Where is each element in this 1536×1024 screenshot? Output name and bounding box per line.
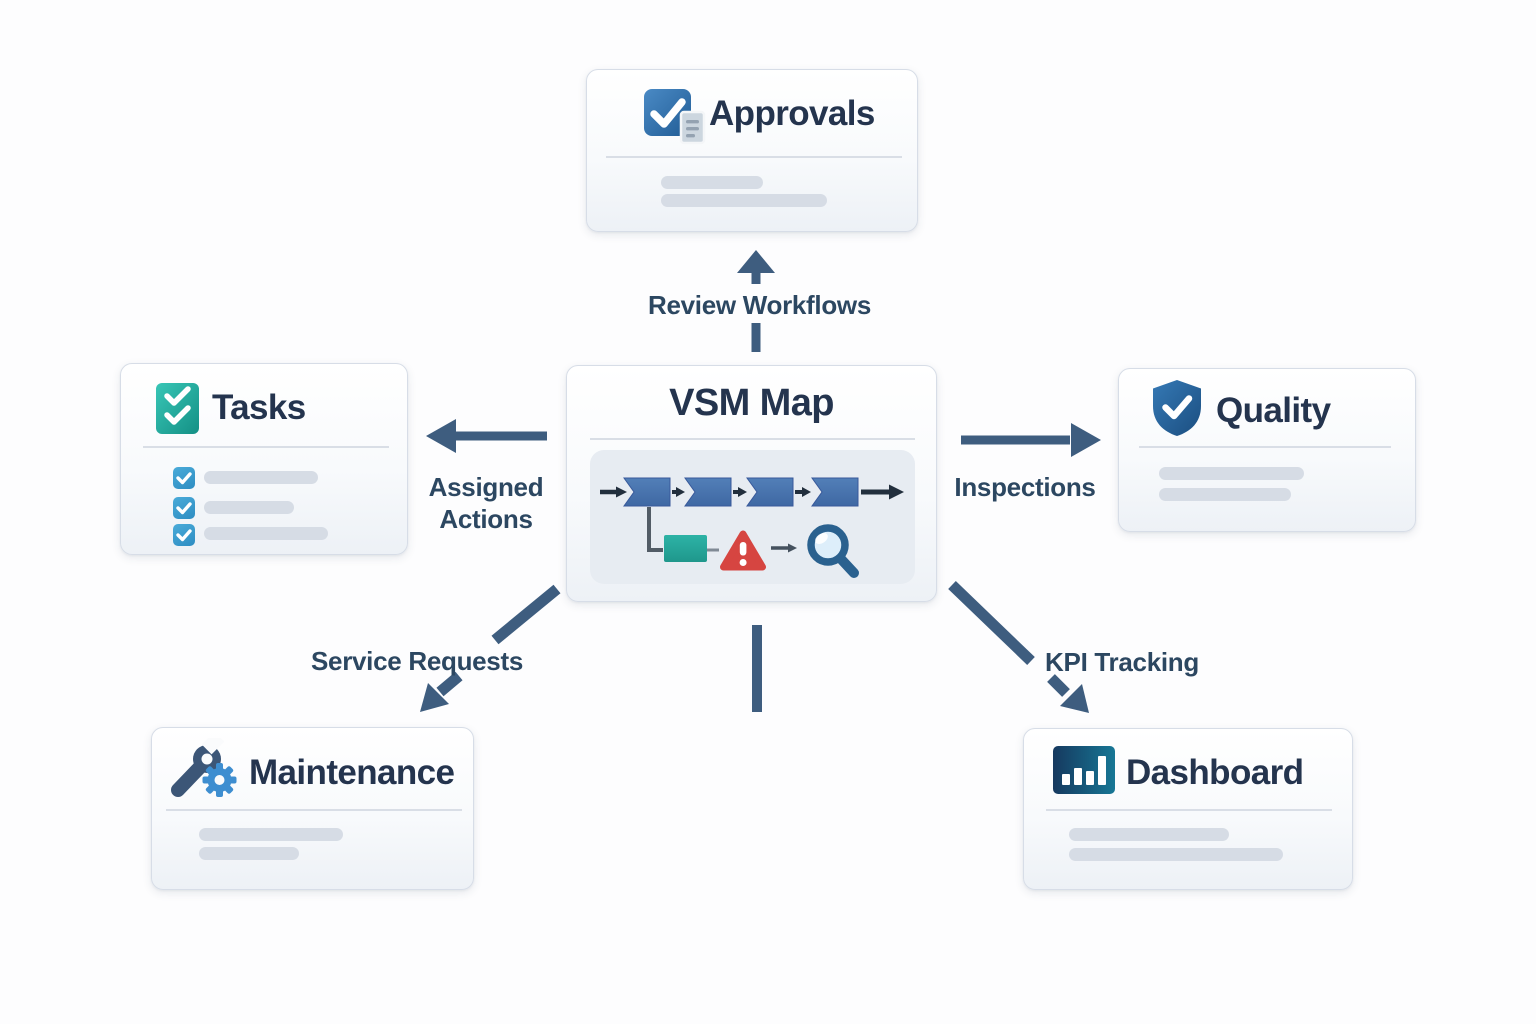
placeholder-bar	[1069, 828, 1229, 841]
edge-label-assigned-actions: Assigned Actions	[428, 472, 544, 534]
arrow-inspections	[961, 423, 1101, 457]
tasks-title: Tasks	[212, 388, 306, 427]
tasks-node-card[interactable]: Tasks	[120, 363, 408, 555]
bar-chart-icon	[1053, 746, 1115, 794]
placeholder-bar	[199, 847, 299, 860]
placeholder-bar	[1159, 467, 1304, 480]
divider	[143, 446, 389, 448]
divider	[606, 156, 902, 158]
maintenance-node-card[interactable]: Maintenance	[151, 727, 474, 890]
placeholder-bar	[199, 828, 343, 841]
quality-title: Quality	[1216, 391, 1331, 430]
placeholder-bar	[204, 527, 328, 540]
edge-label-kpi-tracking: KPI Tracking	[1045, 647, 1199, 677]
gear-icon	[202, 763, 237, 797]
document-check-icon	[644, 89, 706, 145]
process-chevron-flow	[600, 477, 904, 578]
teal-step	[664, 535, 707, 562]
placeholder-bar	[1069, 848, 1283, 861]
vsm-map-node-card[interactable]: VSM Map	[566, 365, 937, 602]
shield-check-icon	[1153, 380, 1201, 436]
wrench-gear-icon	[171, 738, 237, 797]
maintenance-title: Maintenance	[249, 753, 455, 792]
checklist-icon	[156, 383, 199, 434]
divider	[166, 809, 462, 811]
approvals-title: Approvals	[709, 94, 875, 133]
edge-label-service-requests: Service Requests	[311, 646, 523, 676]
placeholder-bar	[661, 194, 827, 207]
divider	[1139, 446, 1391, 448]
arrow-assigned-actions	[426, 419, 547, 453]
vsm-map-title: VSM Map	[669, 382, 834, 424]
magnifier-icon	[807, 524, 859, 578]
divider	[1046, 809, 1332, 811]
placeholder-bar	[661, 176, 763, 189]
placeholder-bar	[1159, 488, 1291, 501]
checkbox-checked-icon[interactable]	[173, 497, 195, 519]
divider	[590, 438, 915, 440]
alert-triangle-icon	[720, 530, 766, 571]
vsm-mini-map-panel	[590, 450, 915, 584]
checkbox-checked-icon[interactable]	[173, 467, 195, 489]
quality-node-card[interactable]: Quality	[1118, 368, 1416, 532]
approvals-node-card[interactable]: Approvals	[586, 69, 918, 232]
checkbox-checked-icon[interactable]	[173, 524, 195, 546]
edge-label-inspections: Inspections	[954, 472, 1096, 502]
dashboard-node-card[interactable]: Dashboard	[1023, 728, 1353, 890]
placeholder-bar	[204, 471, 318, 484]
edge-label-review-workflows: Review Workflows	[647, 290, 871, 320]
dashboard-title: Dashboard	[1126, 753, 1304, 792]
wrench-icon	[171, 738, 225, 797]
placeholder-bar	[204, 501, 294, 514]
